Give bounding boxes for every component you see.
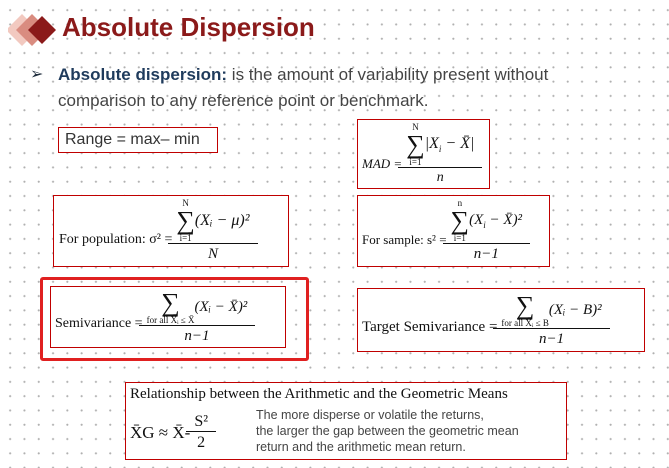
population-denominator: N [168, 243, 258, 263]
target-semivariance-label: Target Semivariance = [362, 318, 498, 335]
range-formula-box: Range = max– min [58, 127, 218, 153]
relationship-note: The more disperse or volatile the return… [256, 407, 519, 455]
semivariance-highlight [40, 277, 309, 361]
semi-sum-sub: for all Xᵢ ≤ X̄ [146, 314, 195, 325]
pop-term: (Xᵢ − μ)² [194, 212, 250, 229]
definition-body: is the amount of variability present wit… [58, 65, 549, 110]
relationship-box: Relationship between the Arithmetic and … [125, 382, 567, 460]
definition-text: Absolute dispersion: is the amount of va… [58, 62, 618, 114]
relationship-formula-fraction: S² 2 [186, 413, 217, 452]
mad-fraction: N∑i=1 |Xi − X̄| n [398, 121, 483, 186]
target-semivariance-box: Target Semivariance = ∑for all Xᵢ ≤ B (X… [357, 288, 645, 352]
target-term: (Xᵢ − B)² [548, 301, 602, 318]
sample-label: For sample: s² = [362, 232, 447, 247]
relationship-note-line-2: the larger the gap between the geometric… [256, 424, 519, 438]
population-label: For population: σ² = [59, 232, 173, 247]
relationship-note-line-1: The more disperse or volatile the return… [256, 408, 484, 422]
semivariance-fraction: ∑for all Xᵢ ≤ X̄ (Xᵢ − X̄)² n−1 [138, 289, 256, 345]
mad-label: MAD = [362, 156, 403, 171]
semivariance-denominator: n−1 [138, 324, 256, 345]
page-title: Absolute Dispersion [62, 12, 315, 42]
target-sum-sub: for all Xᵢ ≤ B [501, 317, 549, 328]
range-formula: Range = max– min [65, 131, 200, 148]
relationship-heading: Relationship between the Arithmetic and … [130, 386, 508, 402]
mad-formula-box: MAD = N∑i=1 |Xi − X̄| n [357, 119, 490, 189]
diamond-logo-icon [8, 14, 56, 46]
target-semivariance-denominator: n−1 [493, 327, 610, 348]
relationship-formula-denominator: 2 [186, 431, 217, 452]
relationship-formula-left: X̄G ≈ X̄- [130, 422, 191, 442]
sample-sum-upper: n [457, 198, 463, 208]
sample-denominator: n−1 [442, 243, 531, 263]
mad-sum-lower: i=1 [409, 156, 422, 167]
semivariance-label: Semivariance = [55, 316, 143, 331]
relationship-formula-numerator: S² [194, 413, 209, 430]
mad-sum-upper: N [412, 121, 419, 132]
mad-denominator: n [398, 166, 483, 186]
sample-variance-box: For sample: s² = n∑i=1 (Xi − X̄)² n−1 [357, 195, 550, 267]
bullet-arrow-icon: ➢ [30, 66, 44, 83]
semi-term: (Xᵢ − X̄)² [194, 298, 248, 315]
sample-sum-lower: i=1 [453, 233, 466, 243]
pop-sum-upper: N [182, 198, 189, 208]
target-semivariance-fraction: ∑for all Xᵢ ≤ B (Xᵢ − B)² n−1 [493, 292, 610, 348]
semivariance-box: Semivariance = ∑for all Xᵢ ≤ X̄ (Xᵢ − X̄… [50, 286, 286, 348]
population-fraction: N∑i=1 (Xᵢ − μ)² N [168, 198, 258, 263]
relationship-note-line-3: return and the arithmetic mean return. [256, 440, 466, 454]
relationship-formula: X̄G ≈ X̄- S² 2 [130, 413, 217, 452]
definition-term: Absolute dispersion: [58, 65, 228, 84]
pop-sum-lower: i=1 [179, 233, 192, 243]
sample-fraction: n∑i=1 (Xi − X̄)² n−1 [442, 198, 531, 263]
population-variance-box: For population: σ² = N∑i=1 (Xᵢ − μ)² N [53, 195, 289, 267]
